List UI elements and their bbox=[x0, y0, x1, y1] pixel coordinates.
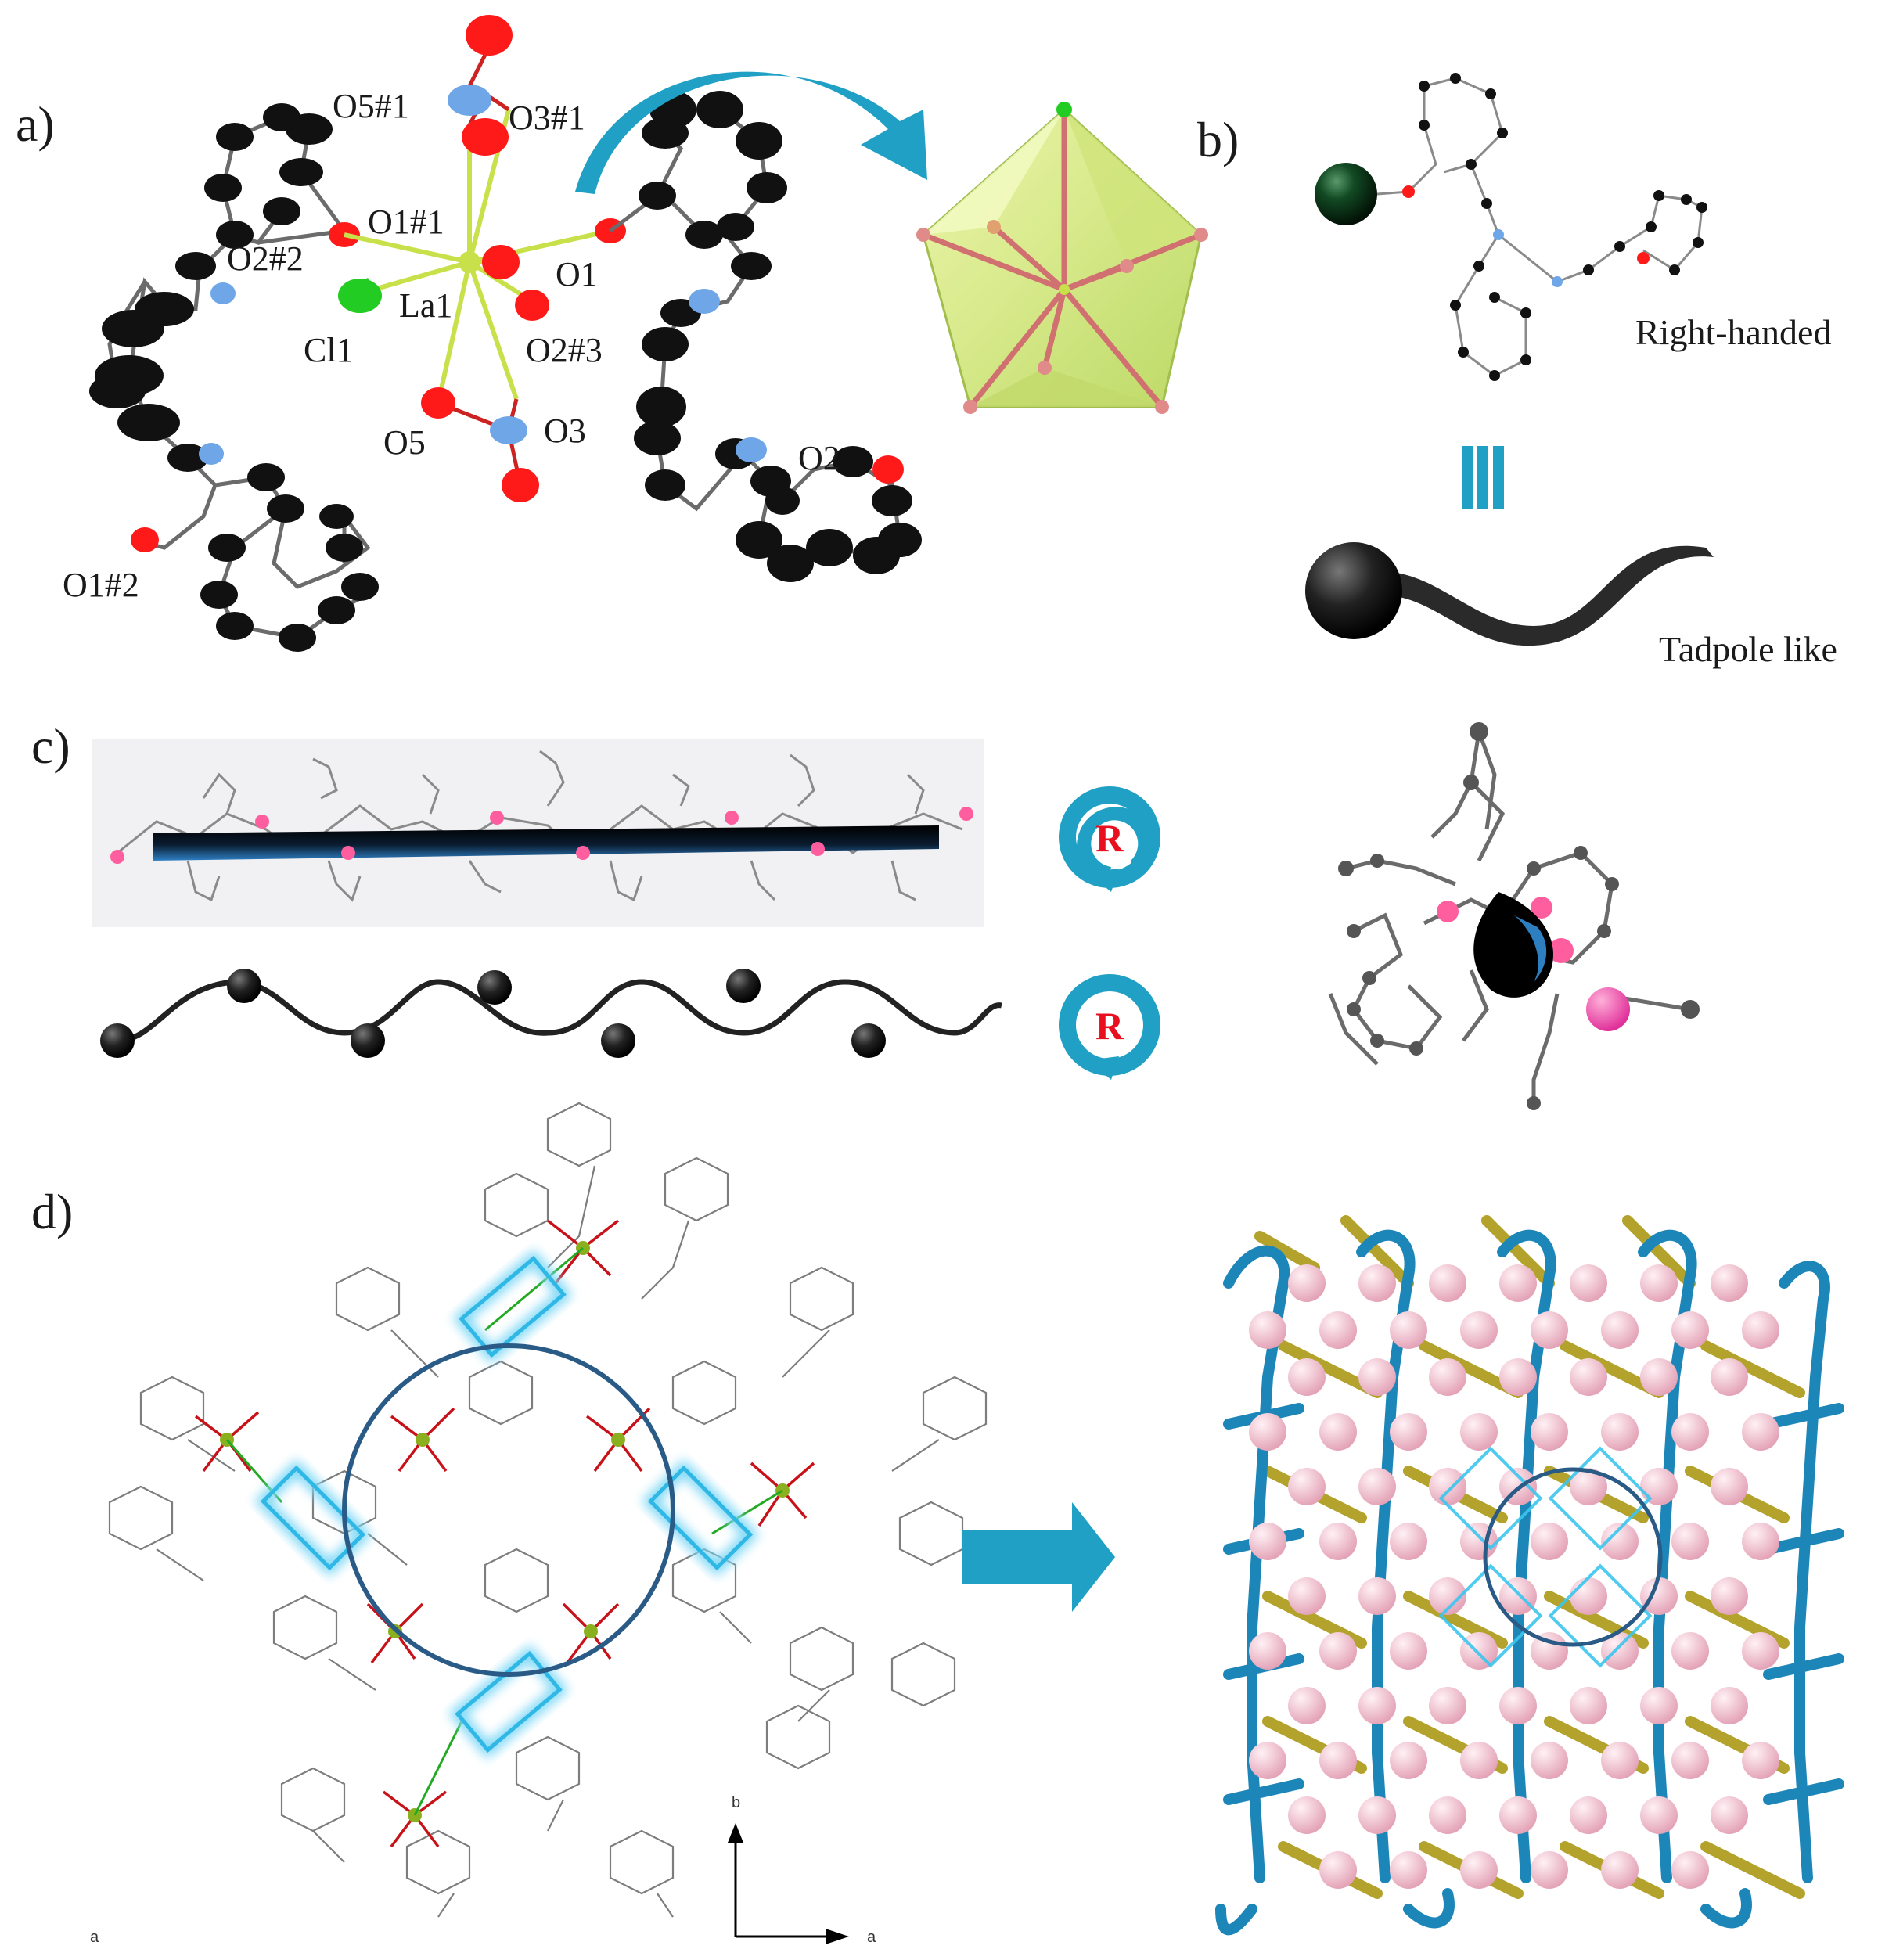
panel-d: d) bbox=[31, 1102, 1844, 1946]
panel-d-letter: d) bbox=[31, 1184, 73, 1239]
corner-label-a: a bbox=[90, 1929, 99, 1946]
atom-label-o3: O3 bbox=[544, 412, 586, 450]
channel-circle-left bbox=[342, 1343, 675, 1677]
helix-wave bbox=[100, 969, 1002, 1058]
atom-label-o1: O1 bbox=[556, 255, 598, 293]
atom-label-o2-3: O2#3 bbox=[526, 331, 603, 369]
panel-a: a) bbox=[16, 15, 1208, 652]
helix-end-view bbox=[1328, 722, 1700, 1110]
axis-label-b: b bbox=[732, 1794, 740, 1811]
panel-a-letter: a) bbox=[16, 96, 55, 152]
panel-b-letter: b) bbox=[1197, 112, 1239, 167]
panel-c-letter: c) bbox=[31, 718, 70, 774]
axis-indicator: b a a bbox=[90, 1794, 876, 1946]
coordination-polyhedron bbox=[916, 102, 1208, 414]
atom-label-la1: La1 bbox=[399, 286, 452, 325]
axis-label-a: a bbox=[867, 1929, 876, 1946]
la-center bbox=[338, 15, 626, 502]
atom-label-o3-1: O3#1 bbox=[509, 99, 585, 137]
ligand-skeleton bbox=[1376, 73, 1707, 381]
atom-label-o2-2: O2#2 bbox=[227, 239, 304, 278]
channel-circle-right bbox=[1483, 1467, 1663, 1647]
chirality-symbol-top: R bbox=[1096, 816, 1124, 860]
lattice-highlight-boxes bbox=[1438, 1446, 1653, 1668]
atom-label-cl1: Cl1 bbox=[304, 331, 354, 369]
equals-symbol bbox=[1462, 446, 1504, 509]
atom-label-o5-1: O5#1 bbox=[333, 87, 409, 125]
atom-label-o5: O5 bbox=[383, 423, 426, 462]
curved-arrow bbox=[575, 71, 927, 194]
rotation-r-icon-bottom: R bbox=[1059, 974, 1160, 1080]
atom-label-o2: O2 bbox=[798, 439, 840, 477]
wireframe-network bbox=[108, 1102, 988, 1918]
lattice-spheres bbox=[1249, 1264, 1779, 1889]
left-ligand bbox=[89, 103, 379, 652]
panel-b: b) bbox=[1197, 73, 1837, 669]
helix-lattice bbox=[1215, 1215, 1844, 1936]
atom-label-o1-2: O1#2 bbox=[63, 566, 139, 604]
la-sphere bbox=[1315, 163, 1377, 225]
atom-label-o1-1: O1#1 bbox=[368, 203, 444, 241]
la-cl-bridges bbox=[225, 1246, 783, 1816]
panel-c: c) R R bbox=[31, 718, 1700, 1110]
right-ligand bbox=[609, 91, 922, 582]
transform-arrow bbox=[962, 1502, 1115, 1612]
label-tadpole-like: Tadpole like bbox=[1659, 629, 1837, 669]
label-right-handed: Right-handed bbox=[1635, 312, 1831, 352]
tadpole-shape bbox=[1305, 542, 1714, 646]
chirality-symbol-bottom: R bbox=[1096, 1004, 1124, 1048]
rotation-r-icon-top: R bbox=[1059, 786, 1160, 892]
